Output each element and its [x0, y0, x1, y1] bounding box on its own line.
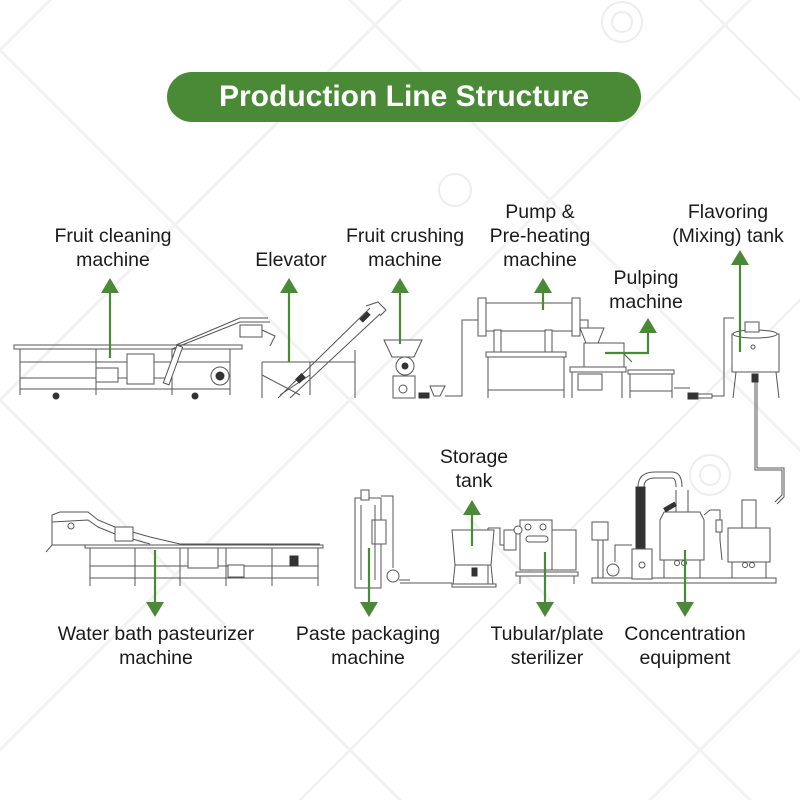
storage-tank-drawing	[400, 529, 497, 588]
label-line: machine	[331, 647, 405, 669]
label-line: Paste packaging	[295, 623, 441, 645]
label-line: Pump &	[505, 201, 575, 223]
water-bath-pasteurizer-drawing	[45, 511, 324, 586]
label-line: machine	[368, 249, 442, 271]
label-line: Fruit cleaning	[54, 225, 172, 247]
label-fruit-crushing-machine: Fruit crushing machine	[346, 224, 464, 272]
pump-preheating-machine-drawing	[477, 297, 589, 398]
label-concentration-equipment: Concentration equipment	[624, 622, 745, 670]
tubular-sterilizer-drawing	[470, 519, 579, 585]
label-storage-tank: Storage tank	[440, 445, 508, 493]
label-line: Storage	[439, 446, 509, 468]
label-line: (Mixing) tank	[672, 225, 784, 247]
label-line: machine	[503, 249, 577, 271]
fruit-crushing-machine-drawing	[383, 319, 478, 399]
label-line: Concentration	[624, 623, 746, 645]
label-line: Tubular/plate	[490, 623, 604, 645]
label-line: Water bath pasteurizer	[57, 623, 255, 645]
title-banner: Production Line Structure	[167, 72, 641, 122]
arrow-pump-preheating	[534, 278, 552, 310]
label-pump-preheating-machine: Pump & Pre-heating machine	[490, 200, 591, 272]
arrow-elevator	[280, 278, 298, 362]
arrow-storage-tank	[463, 500, 481, 546]
label-line: Pre-heating	[489, 225, 591, 247]
arrow-concentration-equipment	[676, 550, 694, 617]
label-line: equipment	[639, 647, 731, 669]
pulping-machine-drawing	[569, 317, 734, 400]
label-line: tank	[455, 470, 493, 492]
arrow-flavoring-tank	[731, 250, 749, 352]
page-title: Production Line Structure	[218, 80, 590, 113]
label-line: machine	[76, 249, 150, 271]
label-fruit-cleaning-machine: Fruit cleaning machine	[54, 224, 171, 272]
label-pulping-machine: Pulping machine	[609, 266, 683, 314]
arrow-fruit-cleaning	[101, 278, 119, 358]
label-line: Fruit crushing	[345, 225, 465, 247]
label-elevator: Elevator	[255, 248, 327, 272]
label-line: Elevator	[255, 249, 327, 271]
fruit-cleaning-machine-drawing	[13, 317, 276, 400]
label-water-bath-pasteurizer: Water bath pasteurizer machine	[58, 622, 255, 670]
elevator-drawing	[261, 301, 387, 399]
label-line: sterilizer	[510, 647, 584, 669]
arrow-fruit-crushing	[391, 278, 409, 344]
label-tubular-sterilizer: Tubular/plate sterilizer	[490, 622, 603, 670]
arrow-tubular-sterilizer	[536, 552, 554, 617]
label-line: machine	[119, 647, 193, 669]
label-line: Flavoring	[687, 201, 769, 223]
arrow-water-bath-pasteurizer	[146, 550, 164, 617]
label-flavoring-tank: Flavoring (Mixing) tank	[672, 200, 784, 248]
label-line: Pulping	[613, 267, 679, 289]
arrow-paste-packaging	[360, 548, 378, 617]
label-line: machine	[609, 291, 683, 313]
arrow-pulping	[605, 318, 657, 355]
label-paste-packaging-machine: Paste packaging machine	[296, 622, 440, 670]
